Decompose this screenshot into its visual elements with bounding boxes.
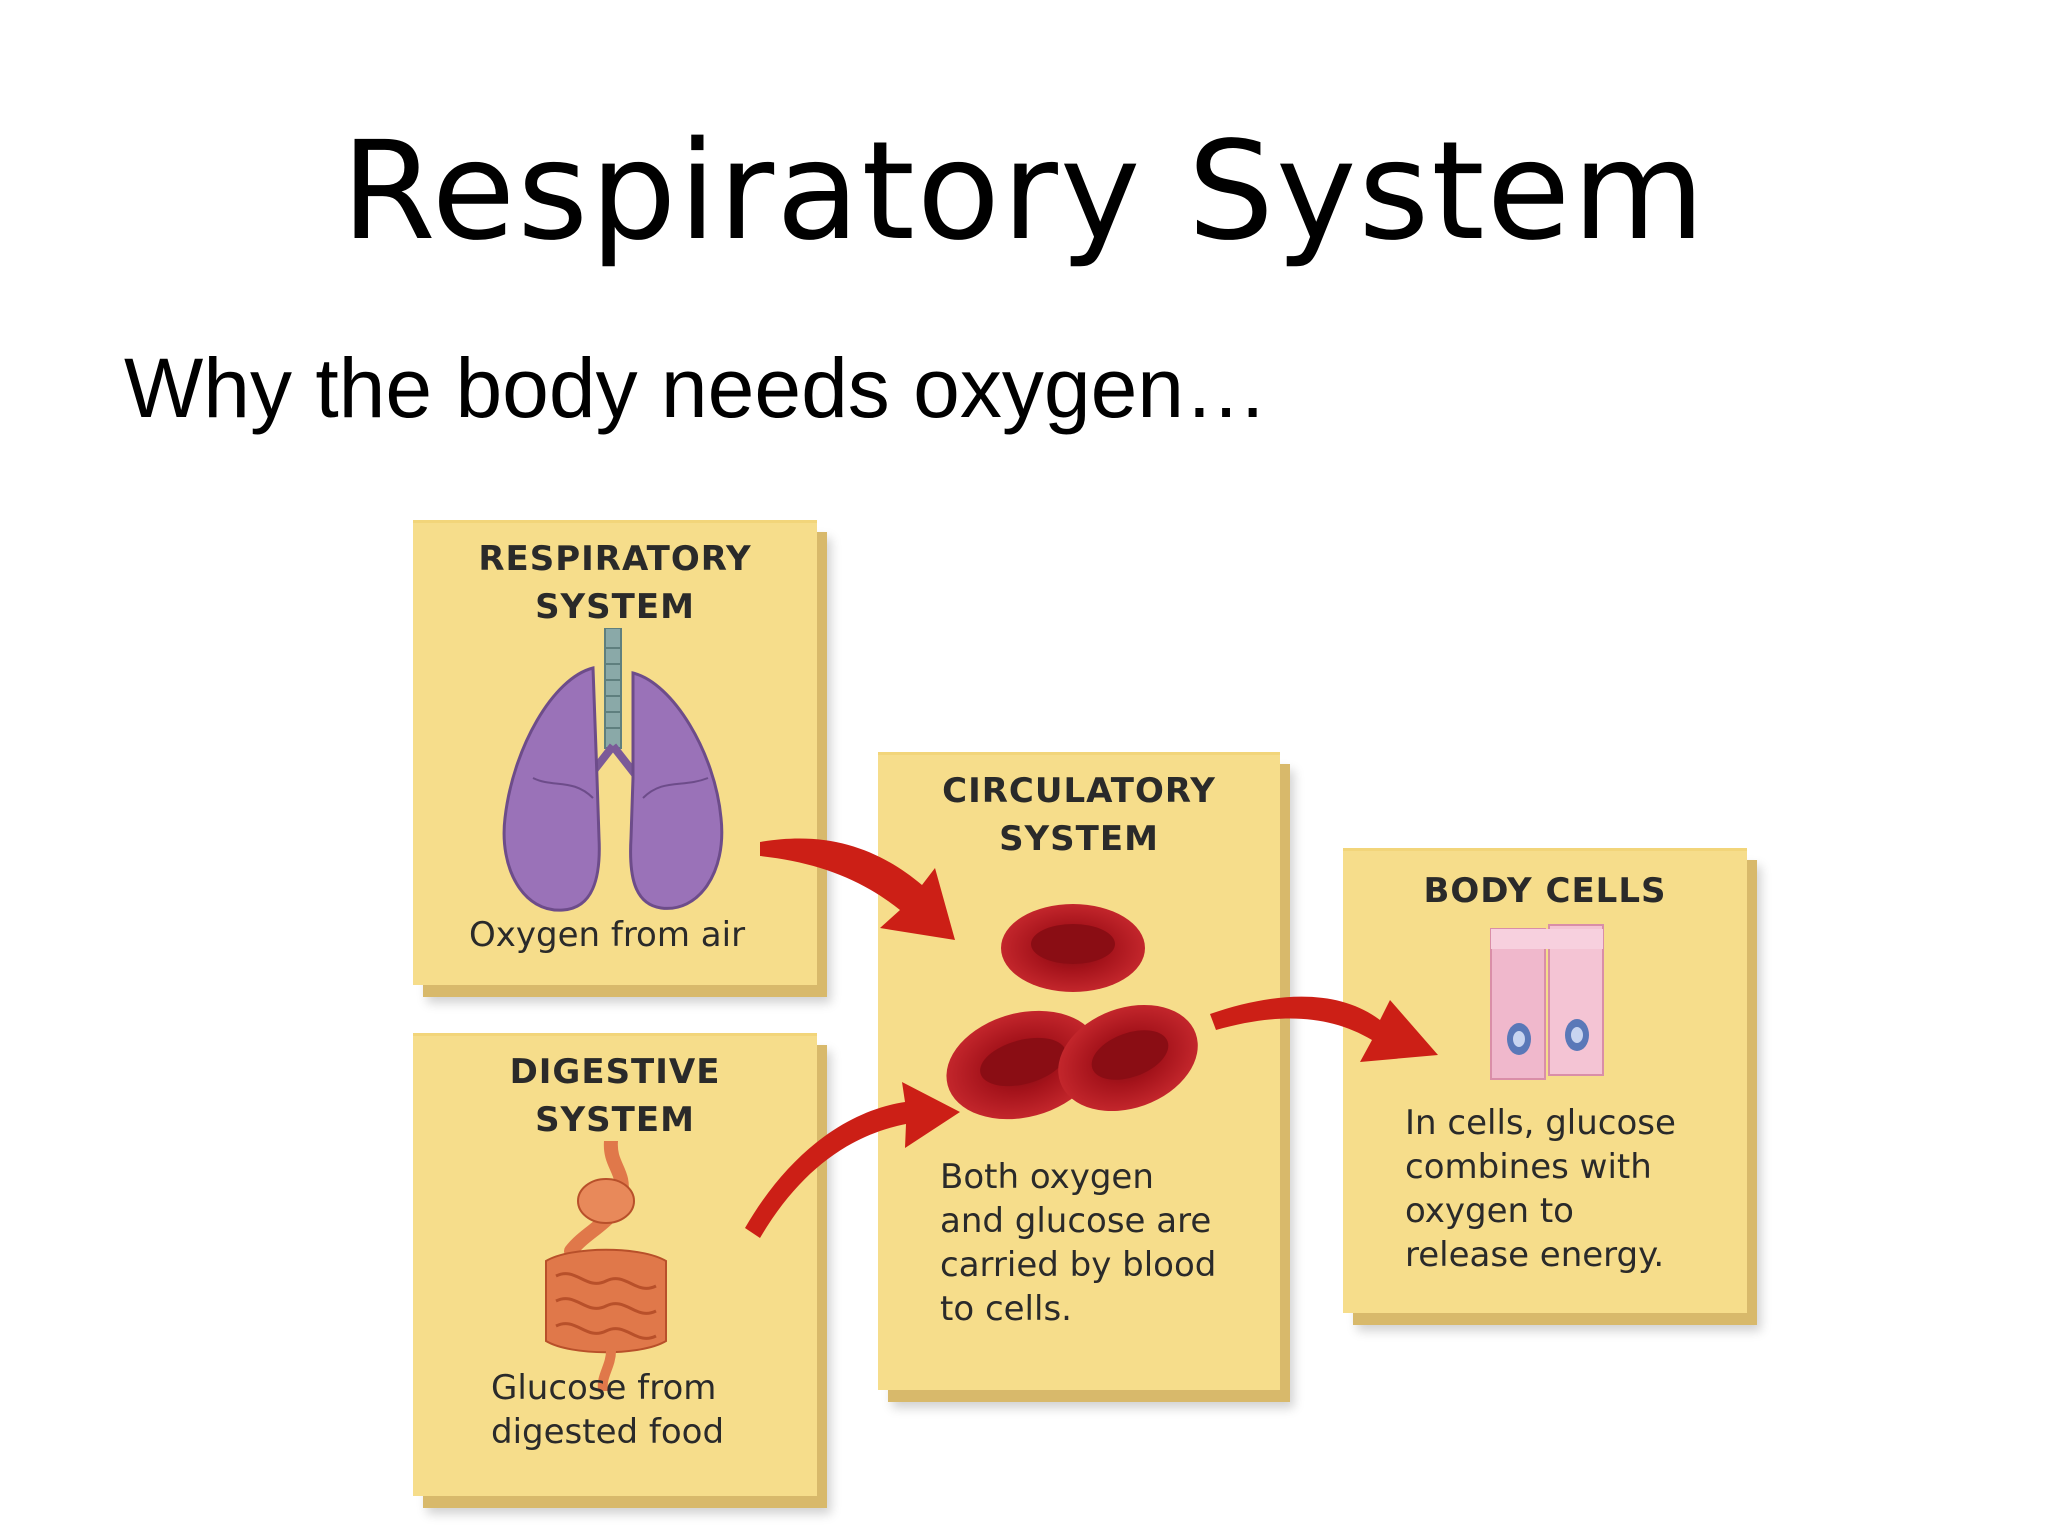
respiratory-title-line1: RESPIRATORY: [478, 539, 752, 579]
digestive-system-panel: DIGESTIVE SYSTEM Glucose from digested f…: [413, 1033, 817, 1496]
digestive-title-line1: DIGESTIVE: [509, 1052, 721, 1092]
slide-subtitle: Why the body needs oxygen…: [124, 341, 1269, 435]
body-cells-icon: [1490, 924, 1604, 1080]
respiratory-system-panel: RESPIRATORY SYSTEM Oxygen from air: [413, 520, 817, 985]
body-cells-text-line3: oxygen to: [1405, 1191, 1574, 1231]
slide-title: Respiratory System: [341, 113, 1707, 271]
circulatory-text-line3: carried by blood: [940, 1245, 1217, 1285]
body-cells-panel: BODY CELLS In cells, glucose combines wi…: [1343, 848, 1747, 1313]
red-blood-cells-icon: [946, 904, 1198, 1120]
digestive-title-line2: SYSTEM: [535, 1100, 695, 1140]
circulatory-text-line2: and glucose are: [940, 1201, 1212, 1241]
circulatory-title-line1: CIRCULATORY: [942, 771, 1216, 811]
digestive-caption-line1: Glucose from: [491, 1368, 717, 1408]
circulatory-text-line1: Both oxygen: [940, 1157, 1154, 1197]
respiratory-caption: Oxygen from air: [469, 915, 746, 955]
lungs-icon: [502, 628, 724, 912]
circulatory-system-panel: CIRCULATORY SYSTEM Both oxygen and gluco…: [878, 752, 1280, 1390]
body-cells-title: BODY CELLS: [1423, 871, 1667, 911]
digestive-caption-line2: digested food: [491, 1412, 725, 1452]
respiratory-title-line2: SYSTEM: [535, 587, 695, 627]
intestine-icon: [545, 1141, 667, 1391]
circulatory-title-line2: SYSTEM: [999, 819, 1159, 859]
body-cells-text-line2: combines with: [1405, 1147, 1652, 1187]
circulatory-text-line4: to cells.: [940, 1289, 1072, 1329]
body-cells-text-line4: release energy.: [1405, 1235, 1665, 1275]
body-cells-text-line1: In cells, glucose: [1405, 1103, 1676, 1143]
